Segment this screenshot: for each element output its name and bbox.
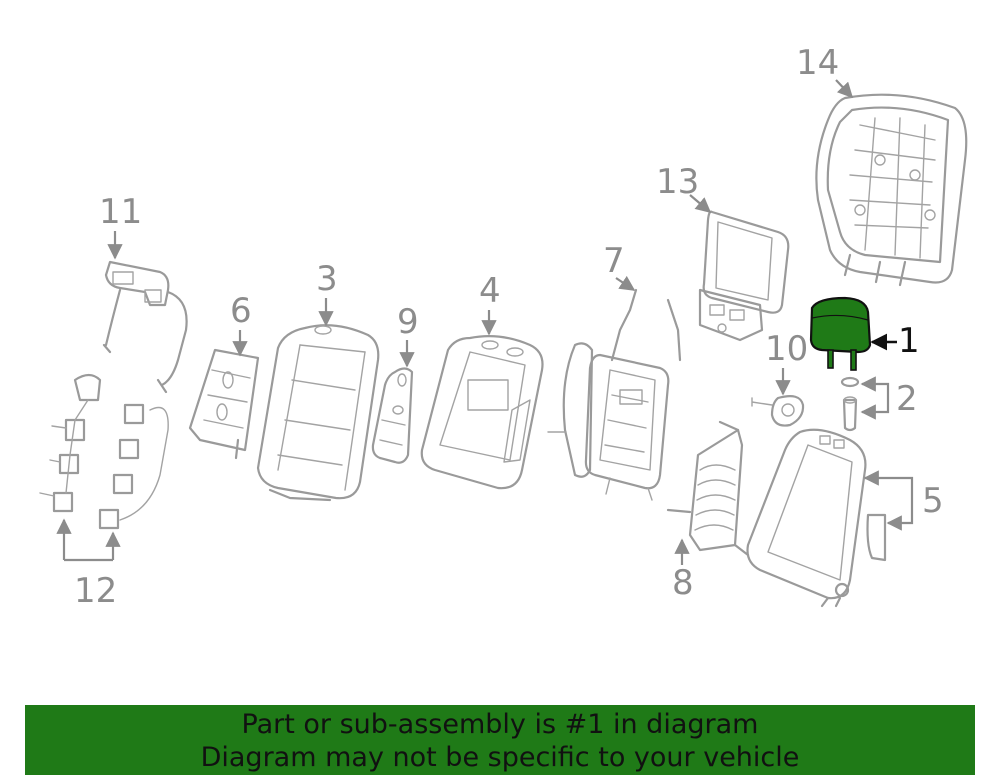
part-8-suspension-mat xyxy=(666,420,750,557)
part-6-side-pad xyxy=(188,348,260,460)
callout-1: 1 xyxy=(898,321,920,361)
part-2-guides xyxy=(840,376,860,432)
part-9-bracket xyxy=(371,367,414,464)
callout-10: 10 xyxy=(765,329,808,369)
banner-line-2: Diagram may not be specific to your vehi… xyxy=(200,742,800,773)
callout-8: 8 xyxy=(672,563,694,603)
part-3-seatback-cover xyxy=(256,324,380,502)
part-1-headrest xyxy=(809,296,872,371)
callout-12: 12 xyxy=(74,571,117,611)
callout-2: 2 xyxy=(896,379,918,419)
info-banner: Part or sub-assembly is #1 in diagram Di… xyxy=(25,705,975,775)
callout-6: 6 xyxy=(230,291,252,331)
callout-14: 14 xyxy=(796,43,839,83)
part-7-frame xyxy=(547,288,682,501)
callout-5: 5 xyxy=(922,481,944,521)
part-14-seatback-frame xyxy=(815,93,968,287)
part-10-clip xyxy=(751,395,805,427)
part-12-lower-harness xyxy=(39,373,169,530)
callout-3: 3 xyxy=(316,259,338,299)
banner-line-1: Part or sub-assembly is #1 in diagram xyxy=(241,709,759,740)
parts-diagram: 14 13 1 10 2 xyxy=(39,43,968,611)
callout-9: 9 xyxy=(397,302,419,342)
callout-4: 4 xyxy=(479,271,501,311)
part-13-module xyxy=(698,210,790,342)
callout-11: 11 xyxy=(99,192,142,232)
part-11-upper-harness xyxy=(102,260,188,394)
callout-7: 7 xyxy=(603,241,625,281)
part-4-cushion-foam xyxy=(420,335,544,490)
part-5-back-panel xyxy=(746,428,887,608)
